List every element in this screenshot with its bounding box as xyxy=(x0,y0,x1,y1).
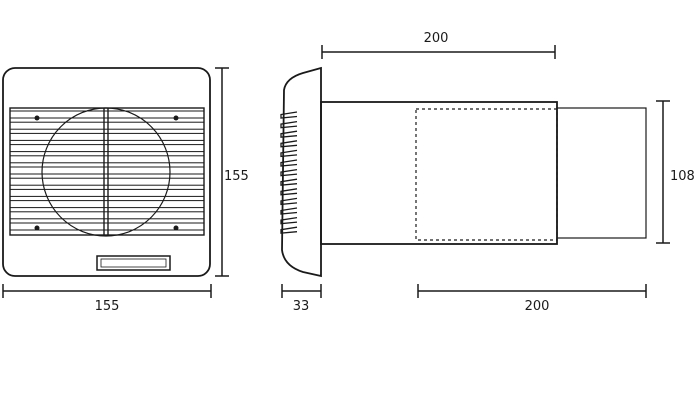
grille-slat xyxy=(9,155,205,164)
front-height-label: 155 xyxy=(224,169,249,184)
side-fin xyxy=(280,216,298,225)
grille-slats xyxy=(9,110,205,231)
side-fin xyxy=(280,111,298,119)
side-fin xyxy=(280,207,298,215)
side-fin xyxy=(280,149,298,158)
grille-slat xyxy=(9,200,205,209)
front-housing-outline xyxy=(2,67,211,277)
diameter-dimension: 108 xyxy=(656,100,695,244)
fan-circle xyxy=(41,107,171,237)
diameter-label: 108 xyxy=(670,169,695,184)
cover-profile xyxy=(281,66,322,278)
side-fin xyxy=(280,159,298,167)
side-view xyxy=(280,66,647,278)
grille-slat xyxy=(9,211,205,220)
bottom-length-label: 200 xyxy=(525,299,550,314)
side-fin xyxy=(280,120,298,129)
switch-slot-inner xyxy=(100,258,167,268)
grille-frame xyxy=(9,107,205,236)
side-fin xyxy=(280,178,298,186)
grille-slat xyxy=(9,188,205,197)
screw-icon xyxy=(173,115,179,121)
front-view xyxy=(2,67,211,277)
screw-icon xyxy=(34,115,40,121)
flange-depth-label: 33 xyxy=(293,299,310,314)
screw-icon xyxy=(34,225,40,231)
side-fin xyxy=(280,226,298,234)
side-fin xyxy=(280,188,298,196)
side-fin xyxy=(280,130,298,138)
side-fin xyxy=(280,197,298,206)
grille-slat xyxy=(9,166,205,175)
grille-slat xyxy=(9,121,205,130)
front-width-label: 155 xyxy=(95,299,120,314)
side-fin xyxy=(280,168,298,177)
top-length-dimension: 200 xyxy=(321,31,556,59)
front-height-dimension: 155 xyxy=(215,67,249,277)
grille-slat xyxy=(9,222,205,231)
grille-slat xyxy=(9,144,205,153)
grille-slat xyxy=(9,177,205,186)
screw-icon xyxy=(173,225,179,231)
top-length-label: 200 xyxy=(424,31,449,46)
duct-extension xyxy=(556,107,647,239)
switch-slot xyxy=(96,255,171,271)
hidden-outline xyxy=(415,108,558,241)
grille-slat xyxy=(9,132,205,141)
grille-slat xyxy=(9,110,205,119)
front-width-dimension: 155 xyxy=(2,284,212,314)
side-fins xyxy=(280,111,298,234)
flange-depth-dimension: 33 xyxy=(281,284,322,314)
bottom-length-dimension: 200 xyxy=(417,284,647,314)
duct-body xyxy=(320,101,558,245)
side-fin xyxy=(280,140,298,148)
